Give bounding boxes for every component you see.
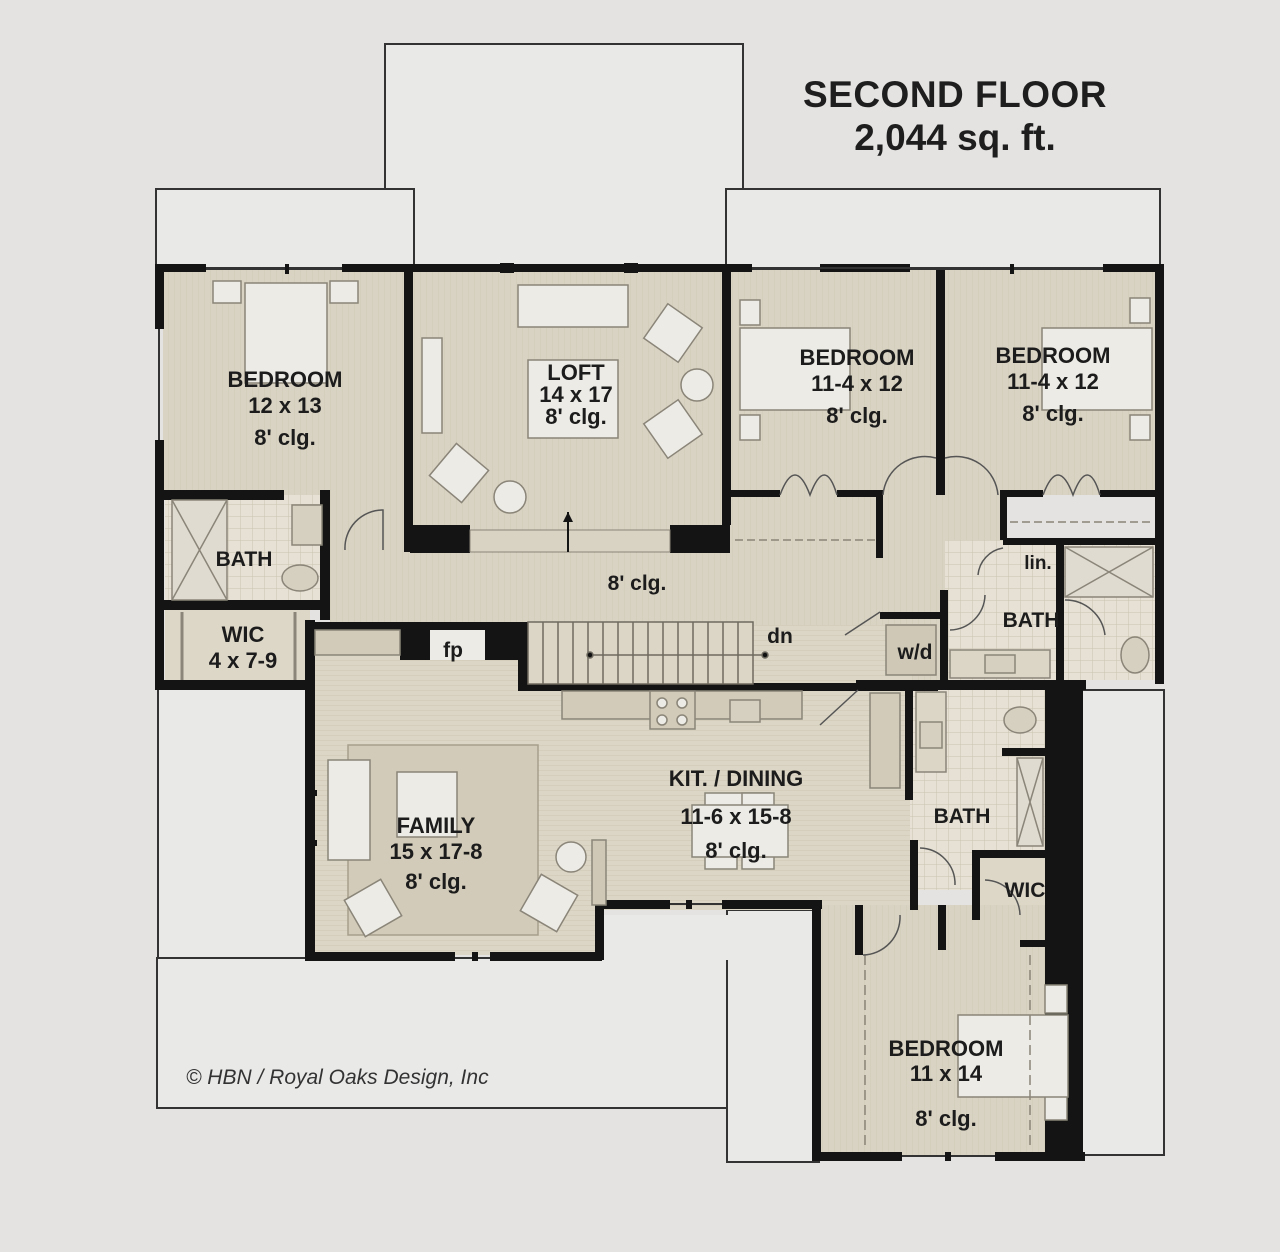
room-name: BEDROOM	[227, 367, 343, 392]
room-loft: LOFT 14 x 17 8' clg.	[539, 362, 612, 428]
room-wic-e: WIC	[1004, 879, 1046, 902]
pantry	[869, 692, 901, 789]
bed	[957, 1014, 1069, 1098]
outline-roof-s	[726, 909, 820, 1163]
room-dimensions: 4 x 7-9	[208, 648, 278, 673]
sofa	[327, 759, 371, 861]
room-dimensions: 15 x 17-8	[389, 839, 483, 864]
room-ceiling: 8' clg.	[405, 869, 467, 894]
hall-ceiling: 8' clg.	[607, 572, 667, 595]
copyright-notice: © HBN / Royal Oaks Design, Inc	[186, 1066, 489, 1089]
dining-table	[691, 804, 789, 858]
armchair	[343, 878, 403, 938]
toilet	[1120, 636, 1150, 674]
floor-area: 2,044 sq. ft.	[854, 117, 1056, 158]
bed	[739, 327, 851, 411]
stairs-down-label: dn	[767, 625, 793, 648]
room-ceiling: 8' clg.	[254, 425, 316, 450]
armchair	[642, 398, 704, 460]
room-bath-e: BATH	[933, 805, 991, 828]
side-table	[680, 368, 714, 402]
side-table	[493, 480, 527, 514]
room-name: FAMILY	[396, 813, 476, 838]
bed	[244, 282, 328, 384]
room-dimensions: 11 x 14	[909, 1061, 983, 1086]
staircase	[527, 621, 769, 685]
fireplace-label: fp	[443, 639, 463, 662]
exterior-outlines	[155, 43, 1165, 1163]
room-kitchen-dining: KIT. / DINING 11-6 x 15-8 8' clg.	[669, 765, 803, 865]
room-ceiling: 8' clg.	[1022, 401, 1084, 426]
room-ceiling: 8' clg.	[826, 403, 888, 428]
console	[421, 337, 443, 434]
room-ceiling: 8' clg.	[705, 838, 767, 863]
washer-dryer	[885, 624, 937, 676]
floor-wic-w	[165, 605, 310, 685]
outline-roof-sw	[156, 957, 728, 1109]
armchair	[519, 873, 579, 933]
window-marks	[285, 264, 1014, 1161]
armchair	[428, 442, 490, 504]
room-wic-w: WIC 4 x 7-9	[209, 622, 278, 674]
outline-roof-e	[1081, 689, 1165, 1156]
room-name: BEDROOM	[799, 345, 915, 370]
room-dimensions: 11-6 x 15-8	[680, 804, 792, 829]
nightstand	[739, 414, 761, 441]
room-name: WIC	[221, 622, 265, 647]
nightstand	[739, 299, 761, 326]
room-bath-nw: BATH	[215, 548, 273, 571]
room-bedroom-se: BEDROOM 11 x 14 8' clg.	[889, 1036, 1004, 1131]
sink	[729, 699, 761, 723]
room-dimensions: 11-4 x 12	[811, 371, 903, 396]
room-bedroom-n1: BEDROOM 11-4 x 12 8' clg.	[800, 345, 915, 429]
outline-top-balcony	[384, 43, 744, 273]
door-swings	[344, 455, 1106, 956]
fixtures	[171, 280, 1154, 1150]
room-bedroom-nw: BEDROOM 12 x 13 8' clg.	[228, 367, 343, 451]
room-name: KIT. / DINING	[668, 766, 804, 791]
room-name: BEDROOM	[888, 1036, 1004, 1061]
ottoman	[396, 771, 458, 838]
room-ceiling: 8' clg.	[915, 1106, 977, 1131]
outline-roof-w	[157, 682, 311, 962]
sofa	[517, 284, 629, 328]
nightstand	[329, 280, 359, 304]
armchair	[642, 302, 704, 364]
bed	[1041, 327, 1153, 411]
nightstand	[1129, 414, 1151, 441]
toilet	[281, 564, 319, 592]
floor-title: SECOND FLOOR 2,044 sq. ft.	[780, 74, 1130, 160]
room-dimensions: 11-4 x 12	[1007, 369, 1099, 394]
outline-roof-nw	[155, 188, 415, 270]
room-name: BEDROOM	[995, 343, 1111, 368]
room-bedroom-n2: BEDROOM 11-4 x 12 8' clg.	[996, 343, 1111, 427]
nightstand	[212, 280, 242, 304]
nightstand	[1044, 984, 1068, 1014]
vanity	[291, 504, 323, 546]
room-ceiling: 8' clg.	[545, 404, 607, 429]
toilet	[1003, 706, 1037, 734]
room-family: FAMILY 15 x 17-8 8' clg.	[390, 813, 483, 895]
outline-roof-ne	[725, 188, 1161, 270]
outline-porch	[600, 915, 730, 960]
room-name: LOFT	[547, 360, 605, 385]
room-laundry: w/d	[897, 641, 933, 664]
room-linen: lin.	[1024, 553, 1052, 574]
coffee-table	[527, 359, 619, 439]
floor-name: SECOND FLOOR	[802, 74, 1108, 115]
range	[649, 690, 696, 730]
room-dimensions: 14 x 17	[539, 382, 613, 407]
nightstand	[1129, 297, 1151, 324]
side-table	[555, 841, 587, 873]
room-dimensions: 12 x 13	[248, 393, 322, 418]
room-bath-ne: BATH	[1002, 609, 1060, 632]
